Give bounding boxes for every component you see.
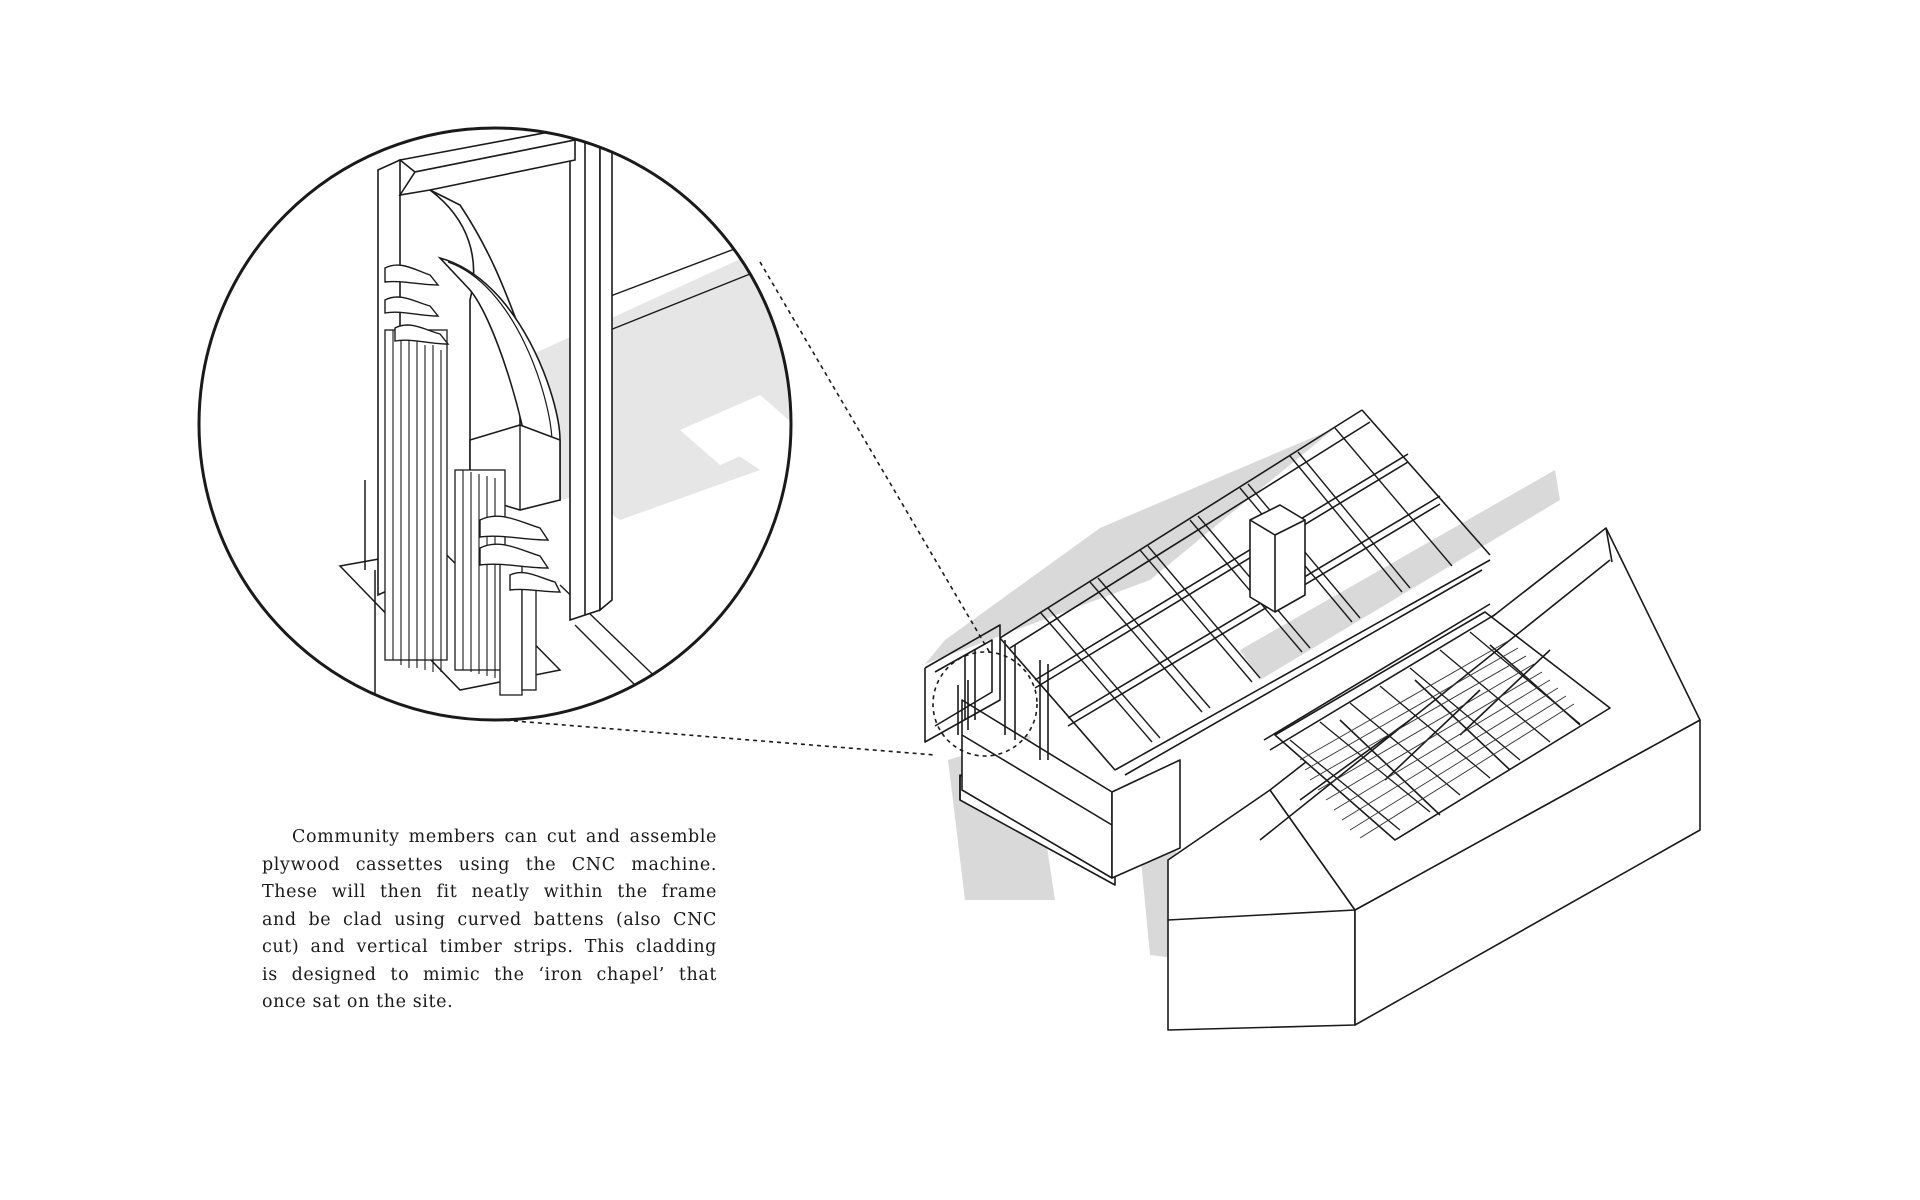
caption-line: is designed to mimic the ‘iron chapel’ t… bbox=[262, 964, 717, 985]
caption-line: cut) and vertical timber strips. This cl… bbox=[262, 937, 717, 957]
caption-line: and be clad using curved battens (also C… bbox=[262, 909, 717, 930]
caption-line: These will then fit neatly within the fr… bbox=[262, 882, 717, 902]
caption-line: Community members can cut and assemble bbox=[292, 827, 717, 847]
caption-line: plywood cassettes using the CNC machine. bbox=[262, 854, 717, 875]
zoom-circle bbox=[197, 126, 793, 722]
leader-line-bottom bbox=[489, 718, 936, 756]
clad-building bbox=[1167, 527, 1701, 1031]
magnified-detail bbox=[199, 128, 791, 720]
description-caption: Community members can cut and assemble p… bbox=[262, 824, 717, 1017]
detail-target-circle bbox=[932, 651, 1038, 757]
zoom-callout bbox=[489, 261, 1038, 757]
caption-line: once sat on the site. bbox=[262, 992, 454, 1012]
leader-line-top bbox=[759, 261, 991, 654]
frame-building bbox=[924, 409, 1491, 886]
